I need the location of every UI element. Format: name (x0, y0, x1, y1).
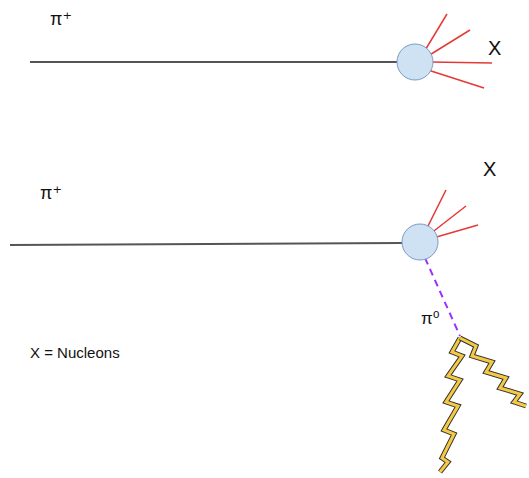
particle-label: π⁰ (421, 310, 440, 329)
note-label: X = Nucleons (30, 345, 120, 362)
product-label: X (483, 158, 496, 180)
product-tracks (424, 14, 492, 88)
interaction-vertex (397, 44, 433, 80)
product-label: X (488, 37, 501, 59)
particle-label: π⁺ (40, 184, 62, 204)
particle-label: π⁺ (50, 10, 72, 30)
pion-track (30, 61, 397, 63)
pion-track (10, 243, 402, 245)
photon-shower (440, 338, 526, 472)
interaction-vertex (402, 224, 438, 260)
